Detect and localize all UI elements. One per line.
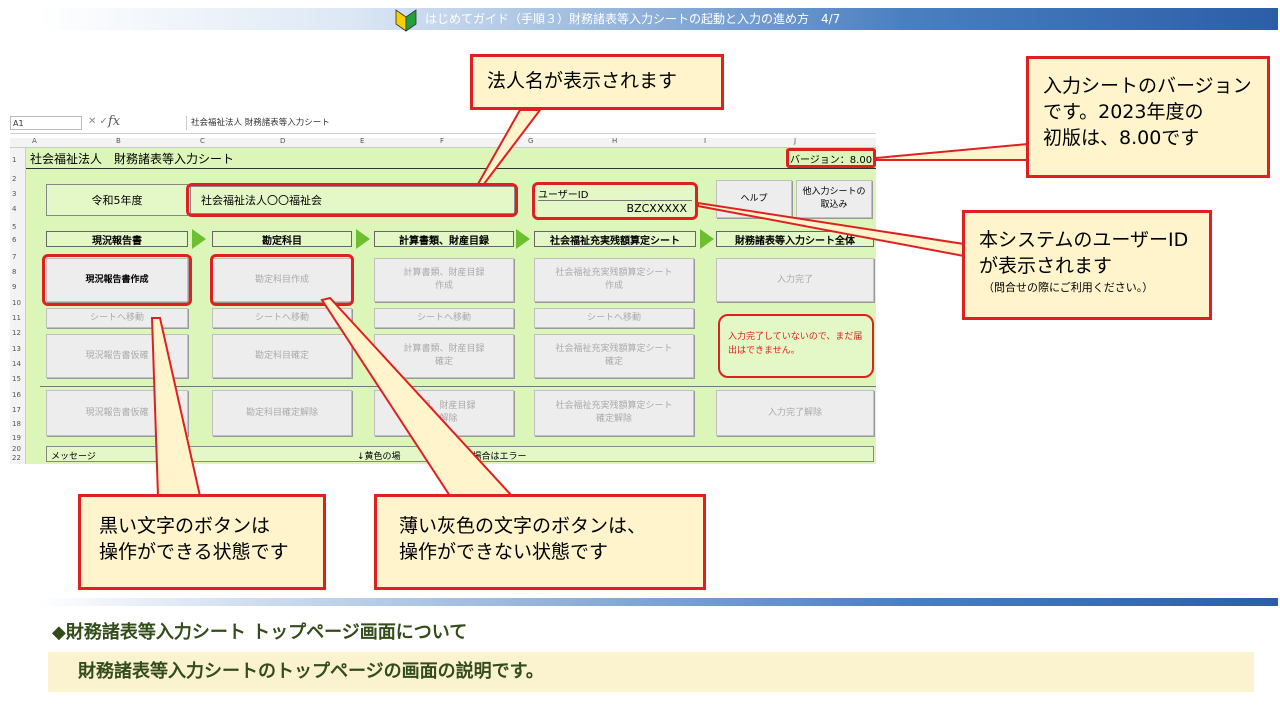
- row-header[interactable]: 20: [12, 445, 21, 453]
- callout-user-id-note: （問合せの際にご利用ください。）: [983, 281, 1154, 294]
- callout-version: 入力シートのバージョン です。2023年度の 初版は、8.00です: [1026, 56, 1270, 178]
- warning-message: 入力完了していないので、まだ届出はできません。: [718, 314, 874, 378]
- row-header[interactable]: 22: [12, 454, 21, 462]
- name-box[interactable]: A1: [10, 116, 82, 130]
- section-title: ◆財務諸表等入力シート トップページ画面について: [52, 622, 468, 643]
- row-header[interactable]: 13: [12, 345, 21, 353]
- row-headers: 1 2 3 4 5 6 7 8 9 10 11 12 13 14 15 16 1…: [10, 148, 26, 464]
- create-jujitsu-button[interactable]: 社会福祉充実残額算定シート 作成: [534, 258, 694, 302]
- highlight-gray-button: [210, 254, 354, 306]
- row-header[interactable]: 3: [12, 190, 17, 198]
- col-header[interactable]: D: [280, 137, 286, 145]
- goto-sheet-button[interactable]: シートへ移動: [534, 308, 694, 328]
- col-header[interactable]: E: [360, 137, 365, 145]
- bottom-divider-bar: [38, 598, 1278, 606]
- col-header[interactable]: I: [704, 137, 707, 145]
- row-header[interactable]: 5: [12, 223, 17, 231]
- col-header[interactable]: H: [612, 137, 618, 145]
- banner-title: はじめてガイド（手順３）財務諸表等入力シートの起動と入力の進め方 4/7: [425, 12, 841, 26]
- message-text: ↓黄色の場 色の場合はエラー: [357, 452, 527, 462]
- callout-gray-text: 薄い灰色の文字のボタンは、 操作ができない状態です: [374, 494, 706, 590]
- step-header: 社会福祉充実残額算定シート: [534, 231, 696, 247]
- corp-name-cell[interactable]: 社会福祉法人〇〇福祉会: [190, 186, 515, 214]
- row-header[interactable]: 15: [12, 375, 21, 383]
- col-header[interactable]: C: [200, 137, 205, 145]
- formula-bar: A1 ✕ ✓ fx 社会福祉法人 財務諸表等入力シート: [10, 114, 876, 134]
- cancel-check-icons: ✕ ✓: [88, 116, 108, 127]
- col-header[interactable]: G: [528, 137, 534, 145]
- step-header: 現況報告書: [46, 231, 188, 247]
- top-banner: [38, 8, 1278, 30]
- row-header[interactable]: 17: [12, 406, 21, 414]
- cancel-kanjo-button[interactable]: 勘定科目確定解除: [212, 390, 352, 436]
- row-header[interactable]: 16: [12, 391, 21, 399]
- function-icon[interactable]: fx: [108, 114, 121, 129]
- step-header: 勘定科目: [212, 231, 352, 247]
- version-label: バージョン：8.00: [790, 155, 873, 166]
- fiscal-year-cell[interactable]: 令和5年度: [46, 184, 188, 216]
- row-header[interactable]: 1: [12, 156, 17, 164]
- row-header[interactable]: 19: [12, 434, 21, 442]
- highlight-user-id: [532, 182, 698, 220]
- sheet-title: 社会福祉法人 財務諸表等入力シート: [30, 152, 235, 166]
- cancel-jujitsu-button[interactable]: 社会福祉充実残額算定シート 確定解除: [534, 390, 694, 436]
- formula-input[interactable]: 社会福祉法人 財務諸表等入力シート: [186, 116, 876, 130]
- arrow-right-icon: [192, 229, 206, 249]
- input-complete-button[interactable]: 入力完了: [716, 258, 874, 302]
- title-divider: [26, 168, 876, 169]
- highlight-corp-name: [186, 183, 518, 217]
- beginner-leaf-icon: [393, 7, 419, 33]
- create-keisan-button[interactable]: 計算書類、財産目録 作成: [374, 258, 514, 302]
- user-id-value: BZCXXXXX: [626, 202, 687, 215]
- callout-black-text: 黒い文字のボタンは 操作ができる状態です: [78, 494, 326, 590]
- goto-sheet-button[interactable]: シートへ移動: [374, 308, 514, 328]
- col-header[interactable]: B: [116, 137, 121, 145]
- arrow-right-icon: [516, 229, 530, 249]
- row-header[interactable]: 2: [12, 175, 17, 183]
- row-header[interactable]: 9: [12, 283, 17, 291]
- callout-user-id: 本システムのユーザーID が表示されます （問合せの際にご利用ください。）: [962, 210, 1212, 320]
- row-header[interactable]: 7: [12, 253, 17, 261]
- row-header[interactable]: 18: [12, 420, 21, 428]
- highlight-version: [786, 148, 876, 168]
- col-header[interactable]: J: [794, 137, 797, 145]
- import-button[interactable]: 他入力シートの 取込み: [796, 180, 872, 218]
- row-header[interactable]: 8: [12, 268, 17, 276]
- step-header: 財務諸表等入力シート全体: [716, 231, 874, 247]
- create-kanjo-button[interactable]: 勘定科目作成: [212, 258, 352, 302]
- row-header[interactable]: 11: [12, 314, 21, 322]
- row-header[interactable]: 6: [12, 236, 17, 244]
- create-genkyo-button[interactable]: 現況報告書作成: [46, 258, 188, 302]
- arrow-right-icon: [356, 229, 370, 249]
- callout-corp-name: 法人名が表示されます: [470, 54, 724, 110]
- row-header[interactable]: 10: [12, 299, 21, 307]
- row-header[interactable]: 12: [12, 329, 21, 337]
- confirm-jujitsu-button[interactable]: 社会福祉充実残額算定シート 確定: [534, 334, 694, 378]
- section-divider: [40, 386, 876, 387]
- message-label: メッセージ: [51, 452, 96, 462]
- section-description: 財務諸表等入力シートのトップページの画面の説明です。: [48, 652, 1254, 692]
- goto-sheet-button[interactable]: シートへ移動: [212, 308, 352, 328]
- callout-user-id-main: 本システムのユーザーID が表示されます: [979, 229, 1189, 277]
- arrow-right-icon: [700, 229, 714, 249]
- cancel-complete-button[interactable]: 入力完了解除: [716, 390, 874, 436]
- row-header[interactable]: 4: [12, 205, 17, 213]
- col-header[interactable]: F: [440, 137, 445, 145]
- user-id-label: ユーザーID: [538, 190, 589, 201]
- row-header[interactable]: 14: [12, 360, 21, 368]
- confirm-kanjo-button[interactable]: 勘定科目確定: [212, 334, 352, 378]
- step-header: 計算書類、財産目録: [374, 231, 514, 247]
- column-headers: A B C D E F G H I J: [10, 137, 876, 148]
- col-header[interactable]: A: [32, 137, 37, 145]
- highlight-black-button: [42, 254, 192, 306]
